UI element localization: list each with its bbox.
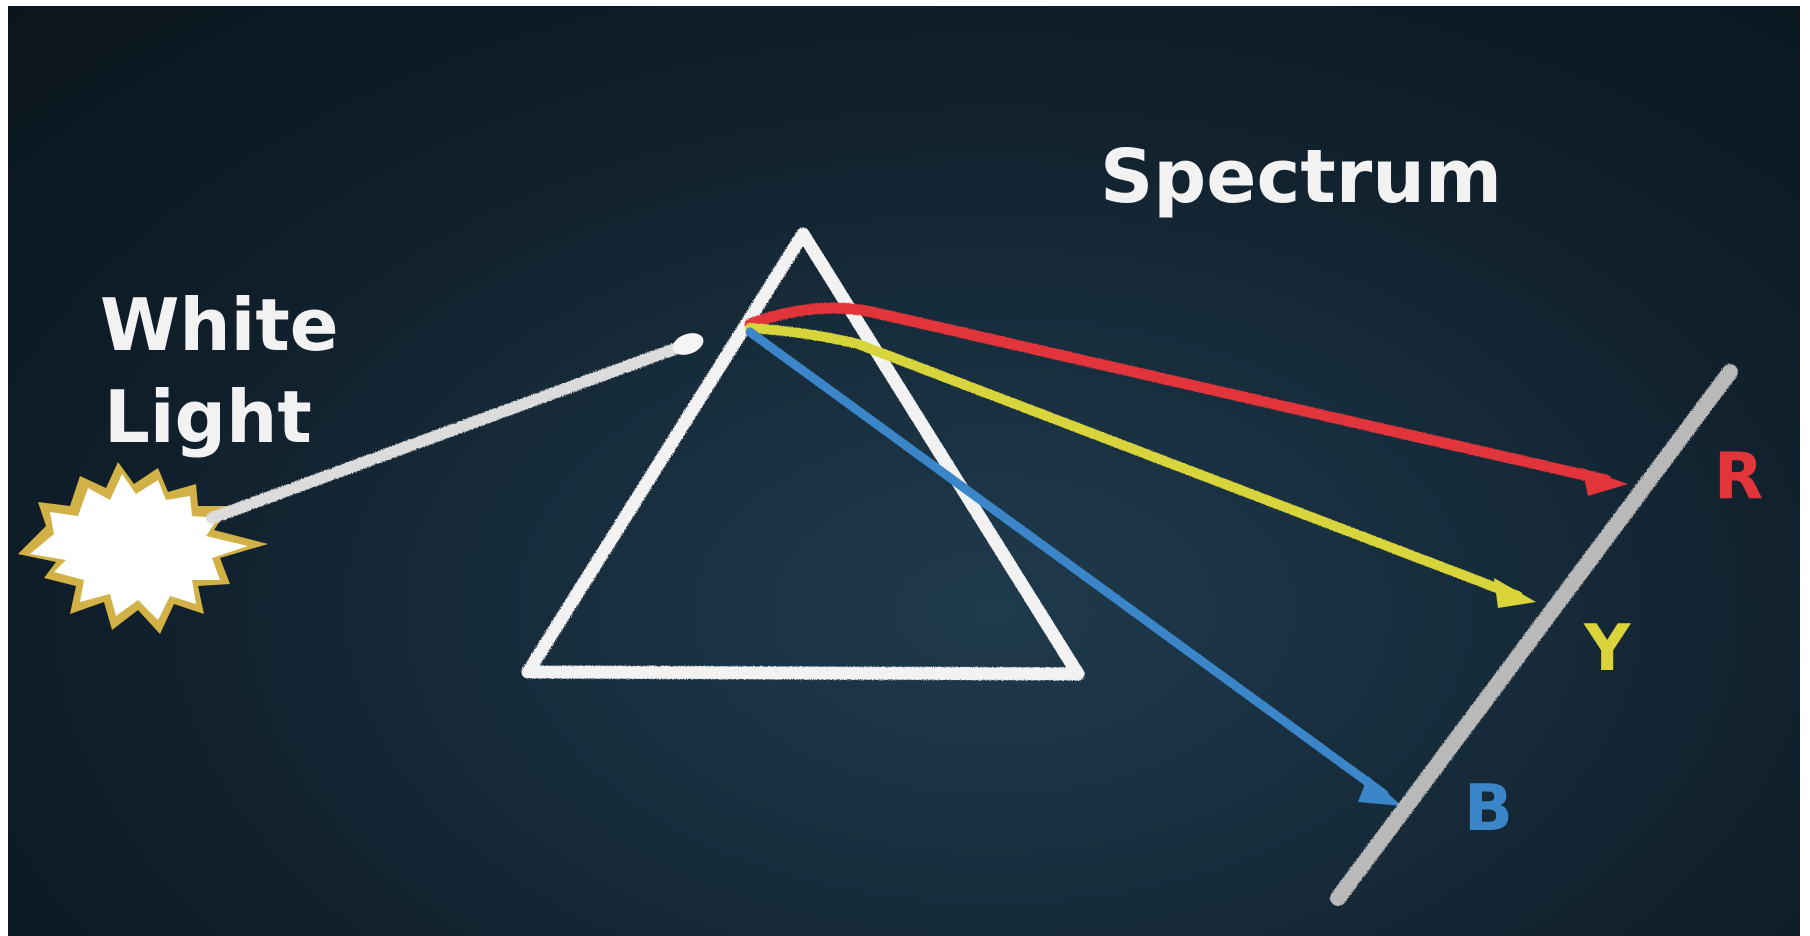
blue-label: B [1464,772,1513,846]
white-light-label-line1: White [100,283,339,367]
prism-diagram-svg: Spectrum White Light R Y B [8,6,1800,936]
white-light-label-line2: Light [104,375,312,459]
prism-triangle [528,234,1078,674]
blackboard-diagram: Spectrum White Light R Y B [8,6,1800,936]
light-source-burst [18,462,268,634]
spectrum-label: Spectrum [1100,134,1502,220]
yellow-label: Y [1583,612,1631,686]
spectrum-screen [1338,372,1730,898]
red-label: R [1714,440,1763,514]
blue-ray [750,332,1402,806]
